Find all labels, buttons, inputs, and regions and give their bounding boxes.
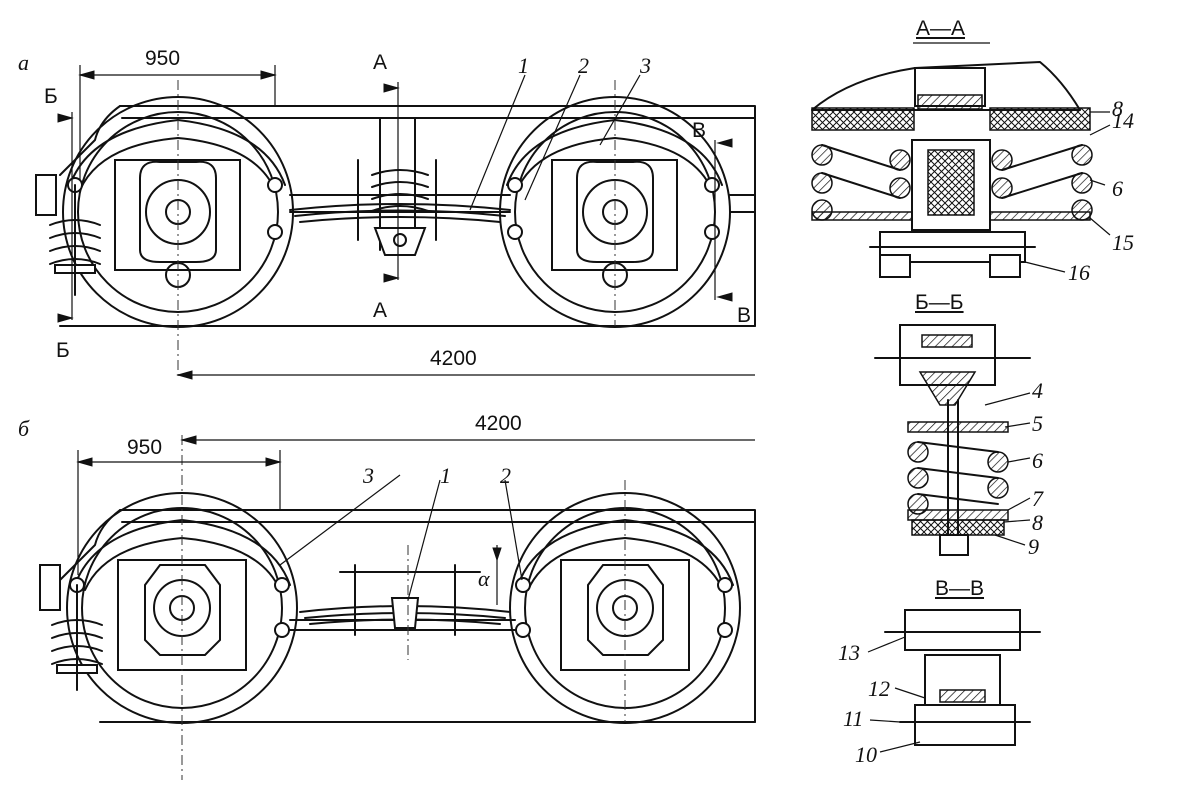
wheelset-1: [62, 80, 294, 380]
callout-aa-15: 15: [1112, 230, 1134, 255]
callout-aa-6: 6: [1112, 176, 1123, 201]
callout-b-1: 1: [440, 463, 451, 488]
callout-a-1: 1: [518, 53, 529, 78]
cut-a-bottom: А: [373, 299, 388, 322]
dim-950-b: 950: [127, 436, 163, 459]
wheelset-2: [499, 80, 731, 328]
view-b-bogie: [39, 435, 756, 780]
dimensions-a: [57, 65, 755, 380]
section-vv-title: В—В: [935, 577, 985, 600]
callout-bb-8: 8: [1032, 510, 1043, 535]
callout-aa-16: 16: [1068, 260, 1090, 285]
leaf-spring-b: [299, 545, 511, 660]
wheelset-4: [509, 480, 741, 724]
section-bb-title: Б—Б: [915, 291, 964, 314]
dim-4200-a: 4200: [430, 347, 477, 370]
section-bb-drawing: [874, 324, 1031, 556]
section-vv-drawing: [867, 609, 1041, 753]
cut-v-top: В: [692, 119, 707, 142]
callout-a-2: 2: [578, 53, 589, 78]
callout-vv-11: 11: [843, 706, 864, 731]
callout-a-3: 3: [640, 53, 651, 78]
callout-b-2: 2: [500, 463, 511, 488]
view-a-label: а: [18, 50, 29, 75]
callout-vv-12: 12: [868, 676, 890, 701]
end-spring-b: [39, 564, 103, 691]
dim-950-a: 950: [145, 47, 181, 70]
callout-bb-6: 6: [1032, 448, 1043, 473]
leaf-spring-a: [289, 159, 511, 256]
callout-bb-4: 4: [1032, 378, 1043, 403]
cut-b-top: Б: [44, 85, 58, 108]
wheelset-3: [66, 435, 298, 780]
callout-aa-8: 8: [1112, 96, 1123, 121]
cut-v-bottom: В: [737, 304, 752, 327]
dim-4200-b: 4200: [475, 412, 522, 435]
callout-b-3: 3: [363, 463, 374, 488]
callout-bb-7: 7: [1032, 486, 1043, 511]
angle-alpha: α: [478, 566, 490, 591]
section-aa-drawing: [811, 42, 1111, 278]
dimensions-b: [76, 435, 755, 605]
callout-bb-9: 9: [1028, 534, 1039, 559]
end-spring-a: [35, 174, 101, 296]
coil-springs-aa: [811, 144, 1093, 221]
section-aa-title: А—А: [916, 17, 966, 40]
cut-b-bottom: Б: [56, 339, 70, 362]
callout-aa-14: 14: [1112, 108, 1134, 133]
view-b-label: б: [18, 416, 30, 441]
cut-a-top: А: [373, 51, 388, 74]
callout-bb-5: 5: [1032, 411, 1043, 436]
callout-vv-13: 13: [838, 640, 860, 665]
callout-vv-10: 10: [855, 742, 877, 767]
view-a-bogie: [35, 65, 756, 380]
